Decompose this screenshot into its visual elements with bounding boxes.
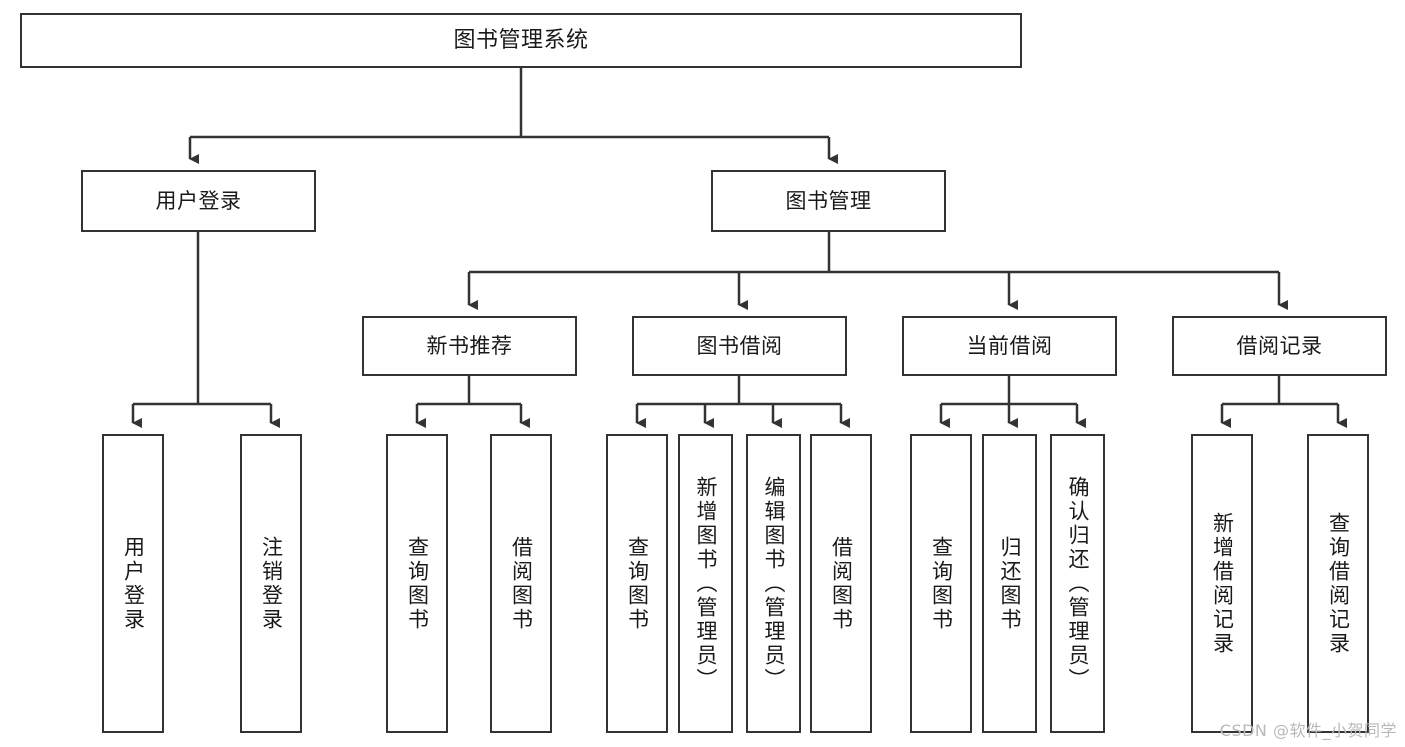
node-label: 借阅图书	[509, 535, 534, 632]
node-label: 查询借阅记录	[1326, 511, 1351, 656]
node-leaf-query-book-current[interactable]: 查询图书	[910, 434, 972, 733]
node-leaf-return-book[interactable]: 归还图书	[982, 434, 1037, 733]
node-label: 图书管理	[785, 188, 872, 213]
node-label: 图书借阅	[696, 333, 783, 358]
node-label: 归还图书	[998, 535, 1022, 632]
node-leaf-logout[interactable]: 注销登录	[240, 434, 302, 733]
node-label: 图书管理系统	[453, 27, 589, 53]
node-label: 用户登录	[155, 188, 242, 213]
node-leaf-edit-book-admin[interactable]: 编辑图书（管理员）	[746, 434, 801, 733]
node-label: 新书推荐	[426, 333, 513, 358]
node-label: 确认归还（管理员）	[1066, 475, 1090, 692]
node-leaf-confirm-return-admin[interactable]: 确认归还（管理员）	[1050, 434, 1105, 733]
node-label: 编辑图书（管理员）	[762, 475, 786, 692]
watermark-text: CSDN @软件_小贺同学	[1219, 721, 1397, 740]
node-leaf-query-book-borrow[interactable]: 查询图书	[606, 434, 668, 733]
node-current-borrow[interactable]: 当前借阅	[902, 316, 1117, 376]
node-leaf-user-login[interactable]: 用户登录	[102, 434, 164, 733]
node-leaf-borrow-book-borrow[interactable]: 借阅图书	[810, 434, 872, 733]
node-label: 查询图书	[405, 535, 430, 632]
node-leaf-add-borrow-record[interactable]: 新增借阅记录	[1191, 434, 1253, 733]
node-new-book-recommendation[interactable]: 新书推荐	[362, 316, 577, 376]
node-label: 注销登录	[259, 535, 284, 632]
node-leaf-query-book-newbook[interactable]: 查询图书	[386, 434, 448, 733]
node-borrow-record[interactable]: 借阅记录	[1172, 316, 1387, 376]
node-leaf-add-book-admin[interactable]: 新增图书（管理员）	[678, 434, 733, 733]
node-book-borrow[interactable]: 图书借阅	[632, 316, 847, 376]
node-leaf-query-borrow-record[interactable]: 查询借阅记录	[1307, 434, 1369, 733]
node-label: 借阅记录	[1236, 333, 1323, 358]
node-leaf-borrow-book-newbook[interactable]: 借阅图书	[490, 434, 552, 733]
node-label: 新增借阅记录	[1210, 511, 1235, 656]
node-user-login[interactable]: 用户登录	[81, 170, 316, 232]
node-label: 当前借阅	[966, 333, 1053, 358]
node-label: 查询图书	[929, 535, 954, 632]
node-label: 用户登录	[121, 535, 146, 632]
node-label: 借阅图书	[829, 535, 854, 632]
node-label: 查询图书	[625, 535, 650, 632]
node-label: 新增图书（管理员）	[694, 475, 718, 692]
node-root-book-management-system[interactable]: 图书管理系统	[20, 13, 1022, 68]
node-book-management[interactable]: 图书管理	[711, 170, 946, 232]
